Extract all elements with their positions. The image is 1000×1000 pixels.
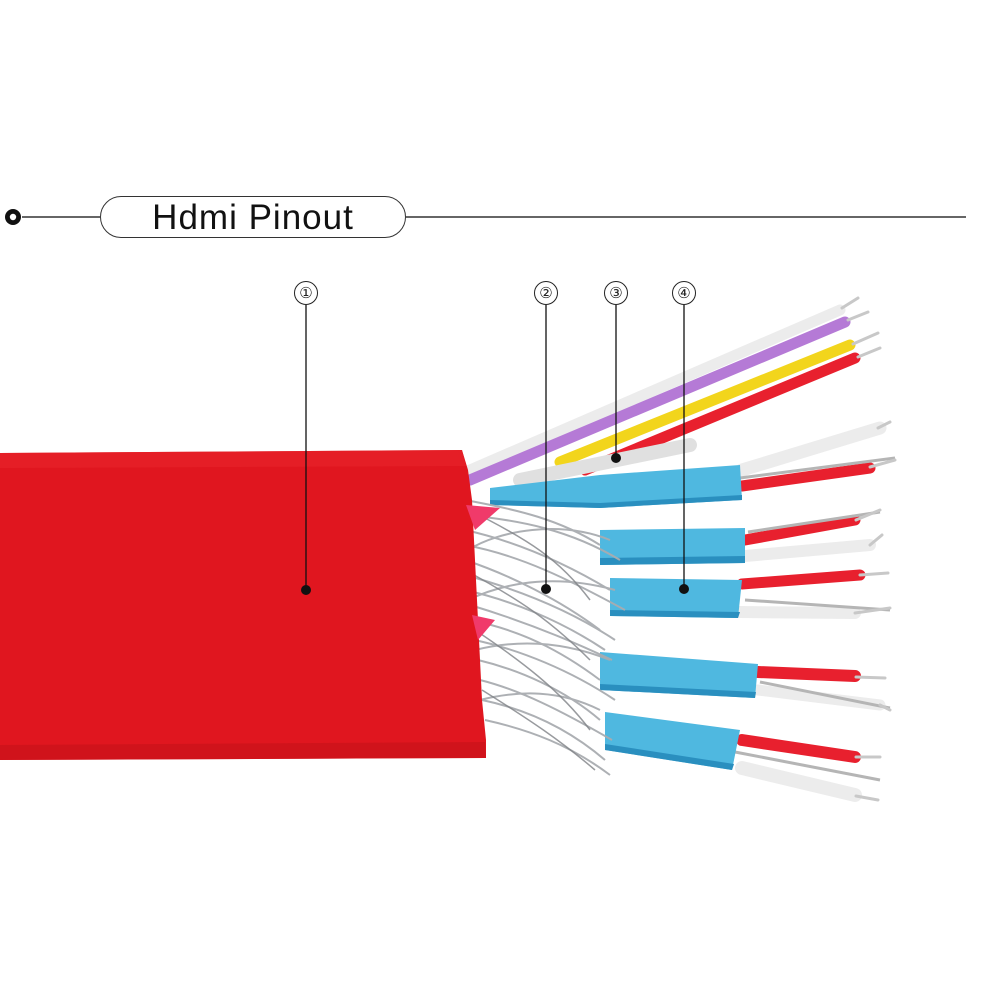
page-title: Hdmi Pinout <box>152 197 354 237</box>
title-pill: Hdmi Pinout <box>100 196 406 238</box>
leader-dots <box>301 453 689 595</box>
callout-4: ④ <box>672 281 696 305</box>
ring-bullet-icon <box>5 209 21 225</box>
leader-dot-3 <box>611 453 621 463</box>
callout-3: ③ <box>604 281 628 305</box>
signal-wires <box>464 296 882 487</box>
outer-pvc-jacket <box>0 450 500 760</box>
leader-dot-1 <box>301 585 311 595</box>
leader-dot-4 <box>679 584 689 594</box>
leader-lines <box>305 305 685 590</box>
foil-shielded-pairs <box>490 420 897 802</box>
callout-2: ② <box>534 281 558 305</box>
callout-1: ① <box>294 281 318 305</box>
leader-dot-2 <box>541 584 551 594</box>
